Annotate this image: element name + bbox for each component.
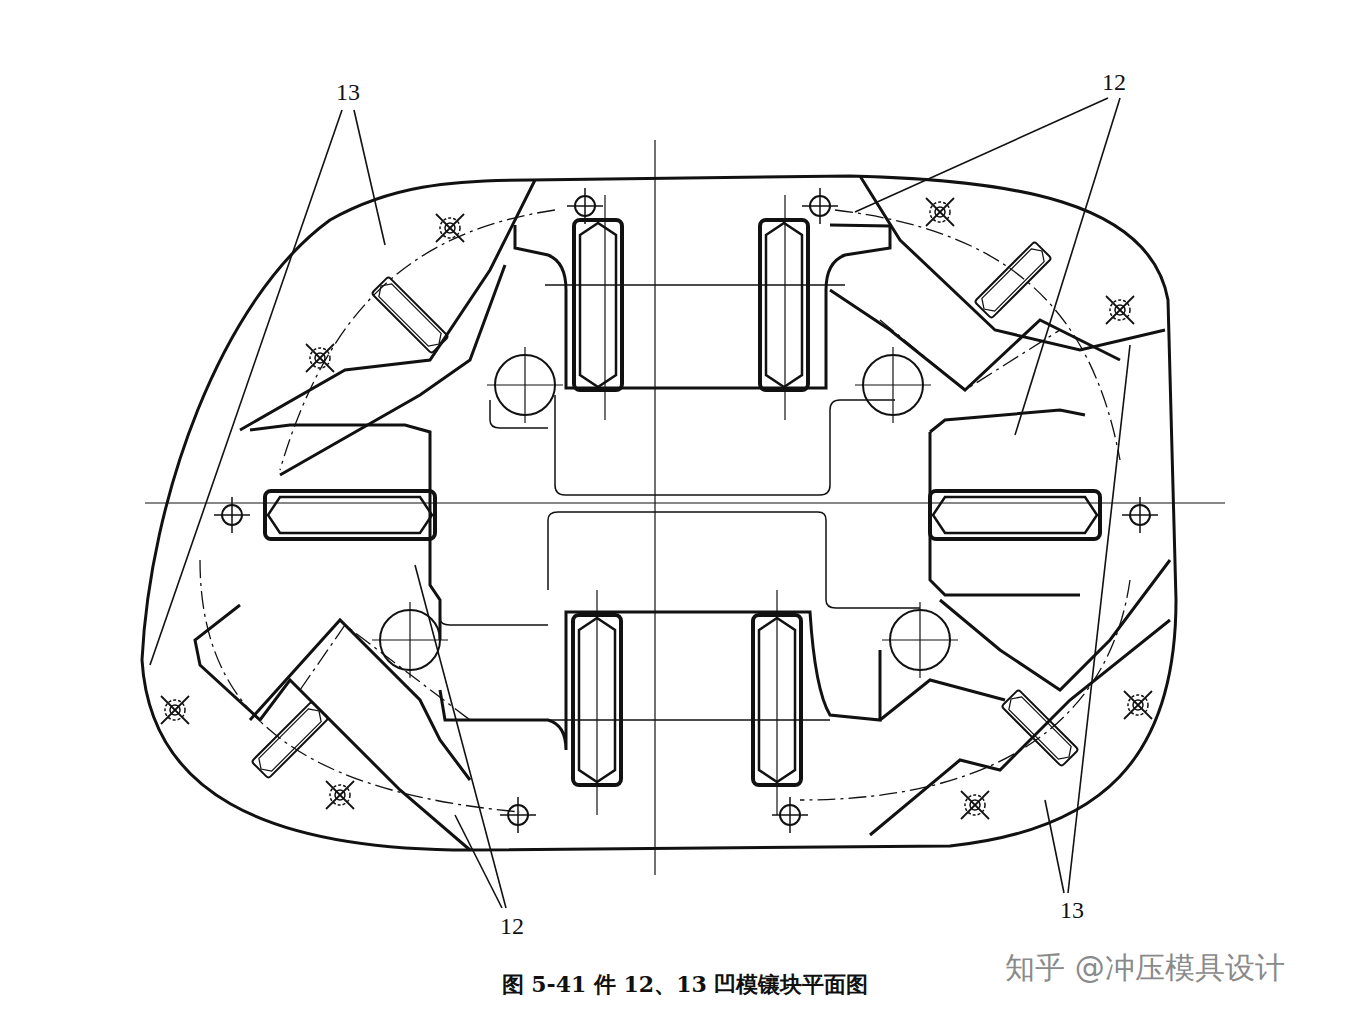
outer-contour <box>142 176 1176 850</box>
die-opening <box>250 225 1085 750</box>
dowel-pins <box>372 347 958 678</box>
callout-number: 13 <box>334 79 362 106</box>
strip-profile <box>440 395 920 625</box>
watermark: 知乎 @冲压模具设计 <box>1003 948 1287 989</box>
callout-number: 12 <box>498 913 526 940</box>
punch-slots <box>251 220 1100 785</box>
screw-holes <box>161 198 1152 819</box>
callout-number: 12 <box>1100 69 1128 96</box>
leader-lines <box>150 98 1130 908</box>
insert-boundaries <box>195 176 1170 850</box>
dash-lines <box>200 210 1130 812</box>
callout-number: 13 <box>1058 897 1086 924</box>
figure-caption: 图 5-41 件 12、13 凹模镶块平面图 <box>502 970 869 1000</box>
pin-holes <box>214 188 1158 833</box>
center-lines <box>145 140 1225 875</box>
